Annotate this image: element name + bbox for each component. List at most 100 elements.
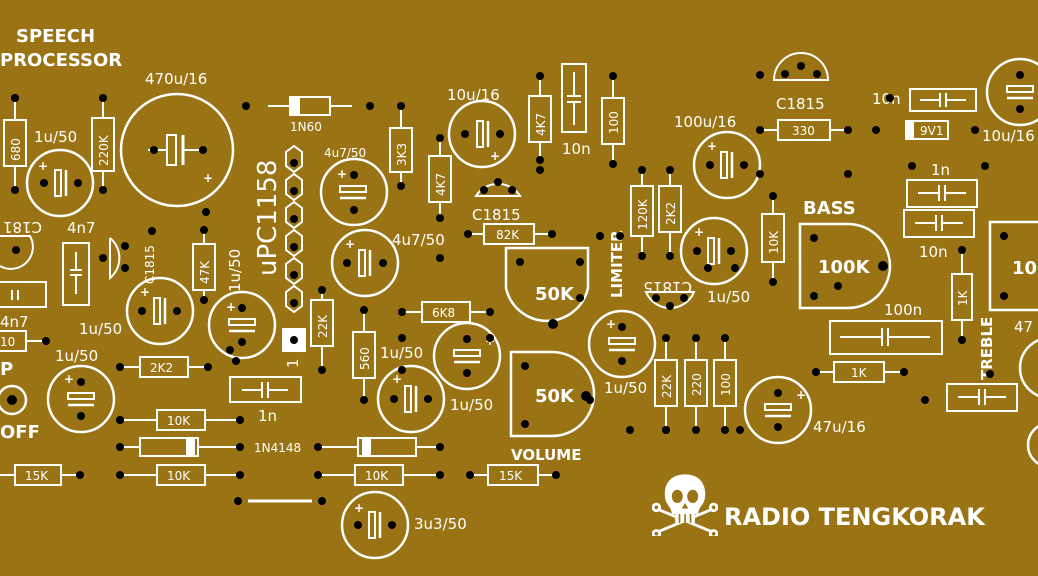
cap-1u50-h: + [587,309,657,379]
transistor-q4 [644,291,696,310]
transistor-q2 [474,178,522,197]
resistor-120k-label: 120K [636,198,650,230]
cap-1u50-d-label: 1u/50 [226,249,244,292]
resistor-2k2-b [116,356,212,378]
pot-bass-value: 100K [818,257,871,278]
cap-4u7-a: + [319,157,389,227]
cap-1n-b [906,179,978,208]
pot-limiter-value: 50K [535,284,575,305]
zener-9v1-label: 9V1 [920,124,943,138]
resistor-2k2-b-label: 2K2 [150,361,173,375]
svg-text:+: + [707,139,717,153]
transistor-q1-label: C1815 [143,245,157,284]
pot-limiter [504,246,590,329]
resistor-10k-a [761,192,785,286]
cap-100n-label: 100n [884,301,922,319]
svg-text:+: + [490,149,500,163]
cap-1u50-g: + [376,364,446,434]
switch-pad [0,384,28,416]
resistor-6k8-label: 6K8 [432,306,455,320]
cap-1u50-f-label: 1u/50 [380,344,423,362]
resistor-3k3-label: 3K3 [395,143,409,166]
resistor-1k-vertical-label: 1K [956,289,970,306]
resistor-47k [192,226,216,304]
loose-pads [11,71,994,434]
resistor-120k [630,166,654,260]
svg-text:+: + [203,171,213,185]
cap-4n7-a [62,242,90,306]
resistor-1k-horizontal [812,361,908,383]
cap-10n-a [561,63,587,133]
transistor-q2-label: C1815 [472,206,521,224]
pot-bass-name: BASS [803,198,856,219]
cap-47u16-label: 47u/16 [813,418,866,436]
transistor-q3-label: C1815 [776,95,825,113]
svg-text:+: + [38,159,48,173]
cap-47u16: + [743,375,813,445]
resistor-10k-b-label: 10K [167,414,191,428]
svg-text:+: + [345,237,355,251]
cap-100n [829,320,943,355]
diode-1n4148-label: 1N4148 [254,441,301,455]
cap-10u16-b-label: 10u/16 [982,127,1035,145]
svg-text:+: + [796,388,806,402]
cap-4u7-b-label: 4u7/50 [392,231,445,249]
pot-bass [798,222,892,310]
transistor-q4-label: C1815 [643,278,692,296]
resistor-22k-b-label: 22K [660,374,674,398]
resistor-1k-horizontal-label: 1K [851,366,868,380]
cap-3u3-label: 3u3/50 [414,515,467,533]
svg-text:+: + [694,225,704,239]
cap-10u16-b [985,57,1038,127]
cap-1u50-f: + [432,321,502,391]
resistor-6k8 [398,301,494,323]
resistor-2k2-a-label: 2K2 [664,202,678,225]
cap-4n7-b [0,281,47,308]
cap-1n-a [229,376,302,403]
cap-10n-a-label: 10n [562,140,591,158]
resistor-82k-label: 82K [496,228,520,242]
svg-text:+: + [392,372,402,386]
cap-right-edge [1018,339,1038,397]
resistor-680-label: 680 [9,138,23,161]
pot-treble [988,220,1038,312]
resistor-10k-c-label: 10K [167,469,191,483]
resistor-4k7-b [528,72,552,164]
cap-10u16-a-label: 10u/16 [447,86,500,104]
resistor-15k-b [466,464,560,486]
cap-1u50-e-label: 1u/50 [55,347,98,365]
resistor-4k7-a [428,134,452,222]
resistor-10-left [0,330,50,352]
cap-1n-a-label: 1n [258,407,277,425]
cap-1u50-g-label: 1u/50 [450,396,493,414]
cap-1u50-c-label: 1u/50 [79,320,122,338]
cap-1u50-c: + [125,276,195,346]
cap-10n-b [909,88,977,112]
resistor-10k-d-label: 10K [365,469,389,483]
resistor-100-a [601,72,625,168]
pot-limiter-name: LIMITER [608,230,626,298]
resistor-82k [464,223,556,245]
resistor-10k-d [314,464,444,486]
resistor-15k-a [0,464,84,486]
cap-1u50-e: + [46,364,116,434]
resistor-1k-vertical [951,246,973,344]
resistor-560-label: 560 [358,347,372,370]
resistor-560 [352,306,376,404]
resistor-330-label: 330 [792,124,815,138]
svg-text:+: + [64,372,74,386]
switch-top-label: P [0,359,13,380]
cap-1u50-a-label: 1u/50 [34,128,77,146]
svg-text:+: + [606,317,616,331]
cap-10n-c-label: 10n [919,243,948,261]
jumper-wire [234,497,326,505]
pot-treble-value: 100 [1012,258,1038,279]
resistor-22k-a [310,286,334,374]
resistor-100-b-label: 100 [719,373,733,396]
pot-volume-value: 50K [535,386,575,407]
pot-volume-name: VOLUME [511,446,581,464]
cap-470u16-label: 470u/16 [145,70,207,88]
diode-1n60 [242,96,374,116]
switch-bottom-label: OFF [0,422,40,443]
